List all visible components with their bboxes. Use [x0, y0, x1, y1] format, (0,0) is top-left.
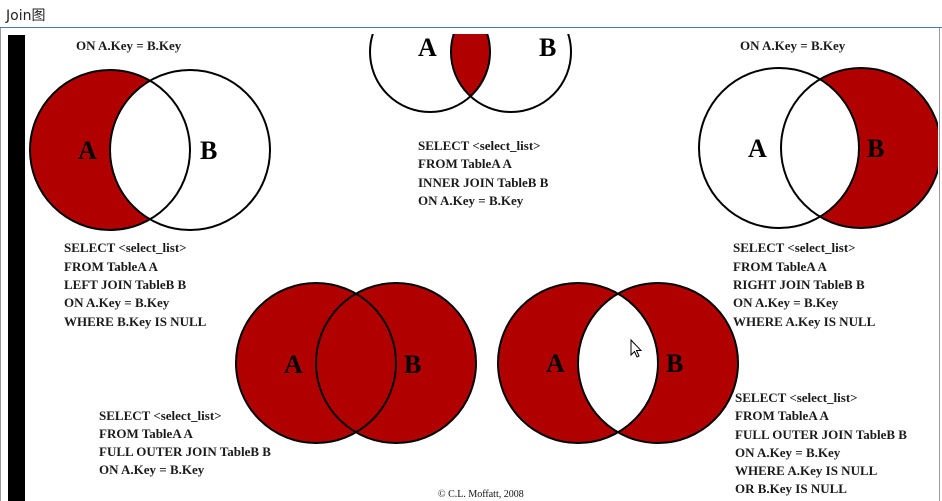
- sql-line: LEFT JOIN TableB B: [64, 277, 187, 292]
- sql-line: ON A.Key = B.Key: [733, 295, 839, 310]
- left-top-caption: ON A.Key = B.Key: [76, 38, 182, 53]
- right-border: [939, 28, 940, 501]
- sql-full-outer-excluding: SELECT <select_list> FROM TableA A FULL …: [735, 390, 907, 496]
- venn-left-excluding: A B: [29, 69, 271, 231]
- circle-a-label: A: [78, 136, 97, 165]
- sql-line: WHERE B.Key IS NULL: [64, 314, 207, 329]
- sql-line: SELECT <select_list>: [64, 240, 187, 255]
- mouse-pointer-icon: [630, 338, 643, 358]
- sql-line: RIGHT JOIN TableB B: [733, 277, 865, 292]
- circle-b-label: B: [200, 136, 217, 165]
- sql-line: FROM TableA A: [418, 156, 513, 171]
- window-title: Join图: [6, 8, 46, 24]
- circle-a-label: A: [418, 33, 437, 62]
- sql-line: FROM TableA A: [735, 408, 830, 423]
- sql-line: FROM TableA A: [733, 259, 828, 274]
- venn-full-outer: A B: [235, 282, 477, 444]
- circle-a-label: A: [284, 350, 303, 379]
- venn-full-outer-excluding: A B: [497, 282, 739, 444]
- circle-a-label: A: [748, 134, 767, 163]
- right-top-caption: ON A.Key = B.Key: [740, 38, 846, 53]
- copyright-text: © C.L. Moffatt, 2008: [438, 489, 524, 500]
- window-titlebar: Join图: [0, 0, 942, 28]
- sql-line: SELECT <select_list>: [735, 390, 858, 405]
- sql-line: SELECT <select_list>: [418, 138, 541, 153]
- sql-line: FULL OUTER JOIN TableB B: [99, 444, 271, 459]
- sql-line: INNER JOIN TableB B: [418, 175, 549, 190]
- sql-line: WHERE A.Key IS NULL: [735, 463, 878, 478]
- sql-line: FULL OUTER JOIN TableB B: [735, 427, 907, 442]
- circle-b-label: B: [867, 134, 884, 163]
- sql-line: ON A.Key = B.Key: [64, 295, 170, 310]
- sql-line: SELECT <select_list>: [99, 408, 222, 423]
- sql-line: WHERE A.Key IS NULL: [733, 314, 876, 329]
- sql-line: FROM TableA A: [99, 426, 194, 441]
- left-black-bar: [8, 35, 25, 501]
- sql-inner: SELECT <select_list> FROM TableA A INNER…: [418, 138, 549, 208]
- circle-b-label: B: [666, 349, 683, 378]
- circle-b-label: B: [404, 350, 421, 379]
- sql-line: ON A.Key = B.Key: [99, 462, 205, 477]
- sql-line: FROM TableA A: [64, 259, 159, 274]
- sql-line: ON A.Key = B.Key: [418, 193, 524, 208]
- sql-left-excluding: SELECT <select_list> FROM TableA A LEFT …: [64, 240, 207, 329]
- venn-inner: A B: [369, 33, 572, 113]
- sql-right-excluding: SELECT <select_list> FROM TableA A RIGHT…: [733, 240, 876, 329]
- sql-line: SELECT <select_list>: [733, 240, 856, 255]
- circle-a-label: A: [546, 349, 565, 378]
- circle-b-label: B: [539, 33, 556, 62]
- sql-line: ON A.Key = B.Key: [735, 445, 841, 460]
- sql-line: OR B.Key IS NULL: [735, 481, 847, 496]
- venn-right-excluding: A B: [698, 67, 938, 229]
- sql-full-outer: SELECT <select_list> FROM TableA A FULL …: [99, 408, 271, 477]
